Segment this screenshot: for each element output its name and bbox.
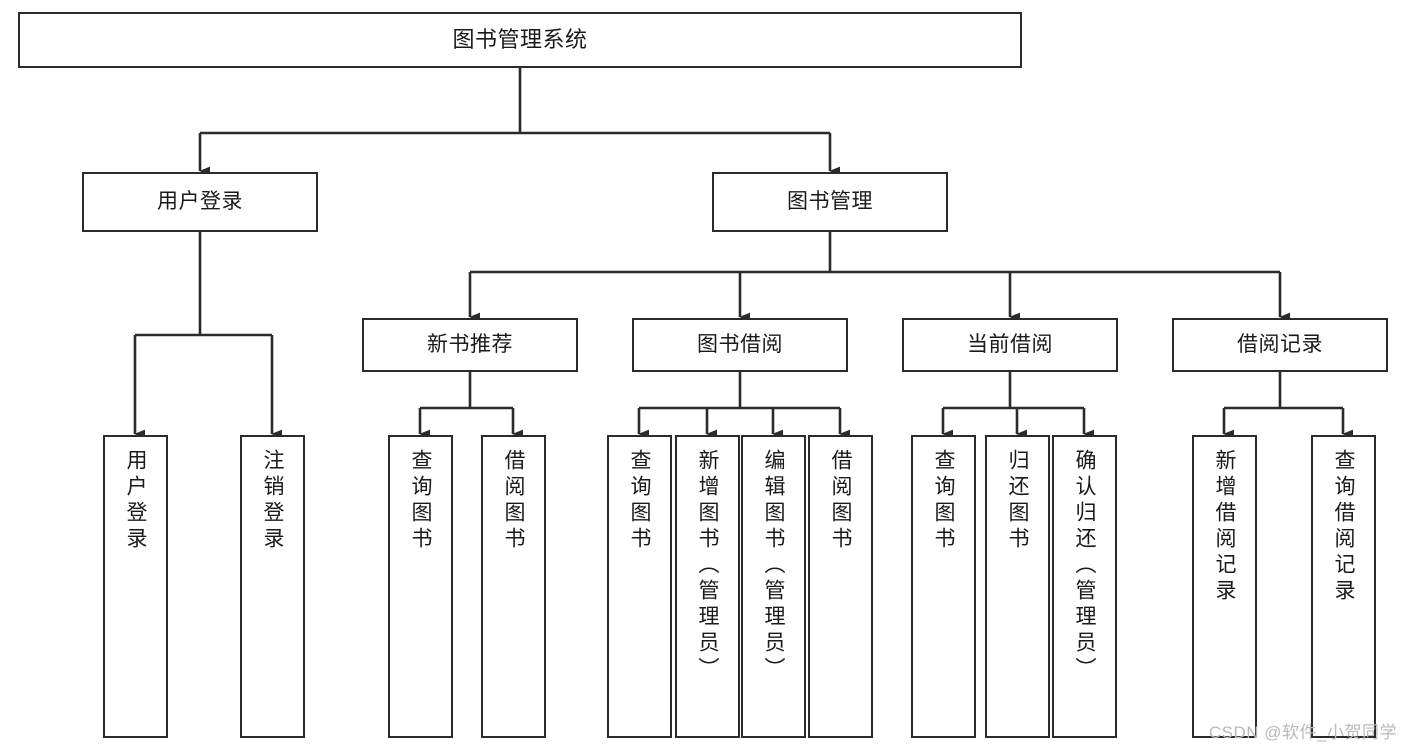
node-label: 查询图书 bbox=[932, 449, 955, 553]
node-leaf-confirm-return[interactable]: 确认归还（管理员） bbox=[1052, 435, 1117, 738]
node-label: 查询图书 bbox=[409, 449, 432, 553]
node-label: 用户登录 bbox=[157, 190, 243, 214]
node-label: 新书推荐 bbox=[427, 333, 513, 357]
node-label: 编辑图书（管理员） bbox=[762, 449, 785, 683]
watermark-text: CSDN @软件_小贺同学 bbox=[1208, 723, 1397, 742]
node-label: 图书管理 bbox=[787, 190, 873, 214]
node-label: 用户登录 bbox=[124, 449, 147, 553]
edge-bus bbox=[1224, 372, 1343, 410]
node-borrow-record[interactable]: 借阅记录 bbox=[1172, 318, 1388, 372]
node-book-manage[interactable]: 图书管理 bbox=[712, 172, 948, 232]
root-node[interactable]: 图书管理系统 bbox=[18, 12, 1022, 68]
edge-bus bbox=[420, 372, 513, 410]
node-leaf-user-logout[interactable]: 注销登录 bbox=[240, 435, 305, 738]
node-label: 查询图书 bbox=[628, 449, 651, 553]
node-leaf-user-login[interactable]: 用户登录 bbox=[103, 435, 168, 738]
edge-bus bbox=[135, 232, 272, 337]
node-label: 查询借阅记录 bbox=[1332, 449, 1355, 605]
node-leaf-borrow-book[interactable]: 借阅图书 bbox=[808, 435, 873, 738]
node-book-borrow[interactable]: 图书借阅 bbox=[632, 318, 848, 372]
edge-bus bbox=[943, 372, 1084, 410]
node-user-login[interactable]: 用户登录 bbox=[82, 172, 318, 232]
node-leaf-borrow-book-rec[interactable]: 借阅图书 bbox=[481, 435, 546, 738]
node-label: 图书借阅 bbox=[697, 333, 783, 357]
edge-bus bbox=[470, 232, 1280, 274]
node-leaf-query-book-cur[interactable]: 查询图书 bbox=[911, 435, 976, 738]
node-leaf-return-book[interactable]: 归还图书 bbox=[985, 435, 1050, 738]
connector-lines bbox=[133, 68, 1354, 439]
node-label: 借阅记录 bbox=[1237, 333, 1323, 357]
node-label: 新增图书（管理员） bbox=[696, 449, 719, 683]
node-current-borrow[interactable]: 当前借阅 bbox=[902, 318, 1118, 372]
node-leaf-query-book-borrow[interactable]: 查询图书 bbox=[607, 435, 672, 738]
node-label: 当前借阅 bbox=[967, 333, 1053, 357]
node-leaf-add-book[interactable]: 新增图书（管理员） bbox=[675, 435, 740, 738]
node-label: 借阅图书 bbox=[829, 449, 852, 553]
node-new-book-rec[interactable]: 新书推荐 bbox=[362, 318, 578, 372]
node-leaf-edit-book[interactable]: 编辑图书（管理员） bbox=[741, 435, 806, 738]
node-leaf-query-record[interactable]: 查询借阅记录 bbox=[1311, 435, 1376, 738]
node-leaf-add-record[interactable]: 新增借阅记录 bbox=[1192, 435, 1257, 738]
node-label: 确认归还（管理员） bbox=[1073, 449, 1096, 683]
node-label: 归还图书 bbox=[1006, 449, 1029, 553]
node-label: 注销登录 bbox=[261, 449, 284, 553]
node-label: 图书管理系统 bbox=[452, 26, 588, 52]
edge-bus bbox=[639, 372, 840, 410]
edge-bus bbox=[200, 68, 830, 135]
node-leaf-query-book-rec[interactable]: 查询图书 bbox=[388, 435, 453, 738]
node-label: 借阅图书 bbox=[502, 449, 525, 553]
node-label: 新增借阅记录 bbox=[1213, 449, 1236, 605]
